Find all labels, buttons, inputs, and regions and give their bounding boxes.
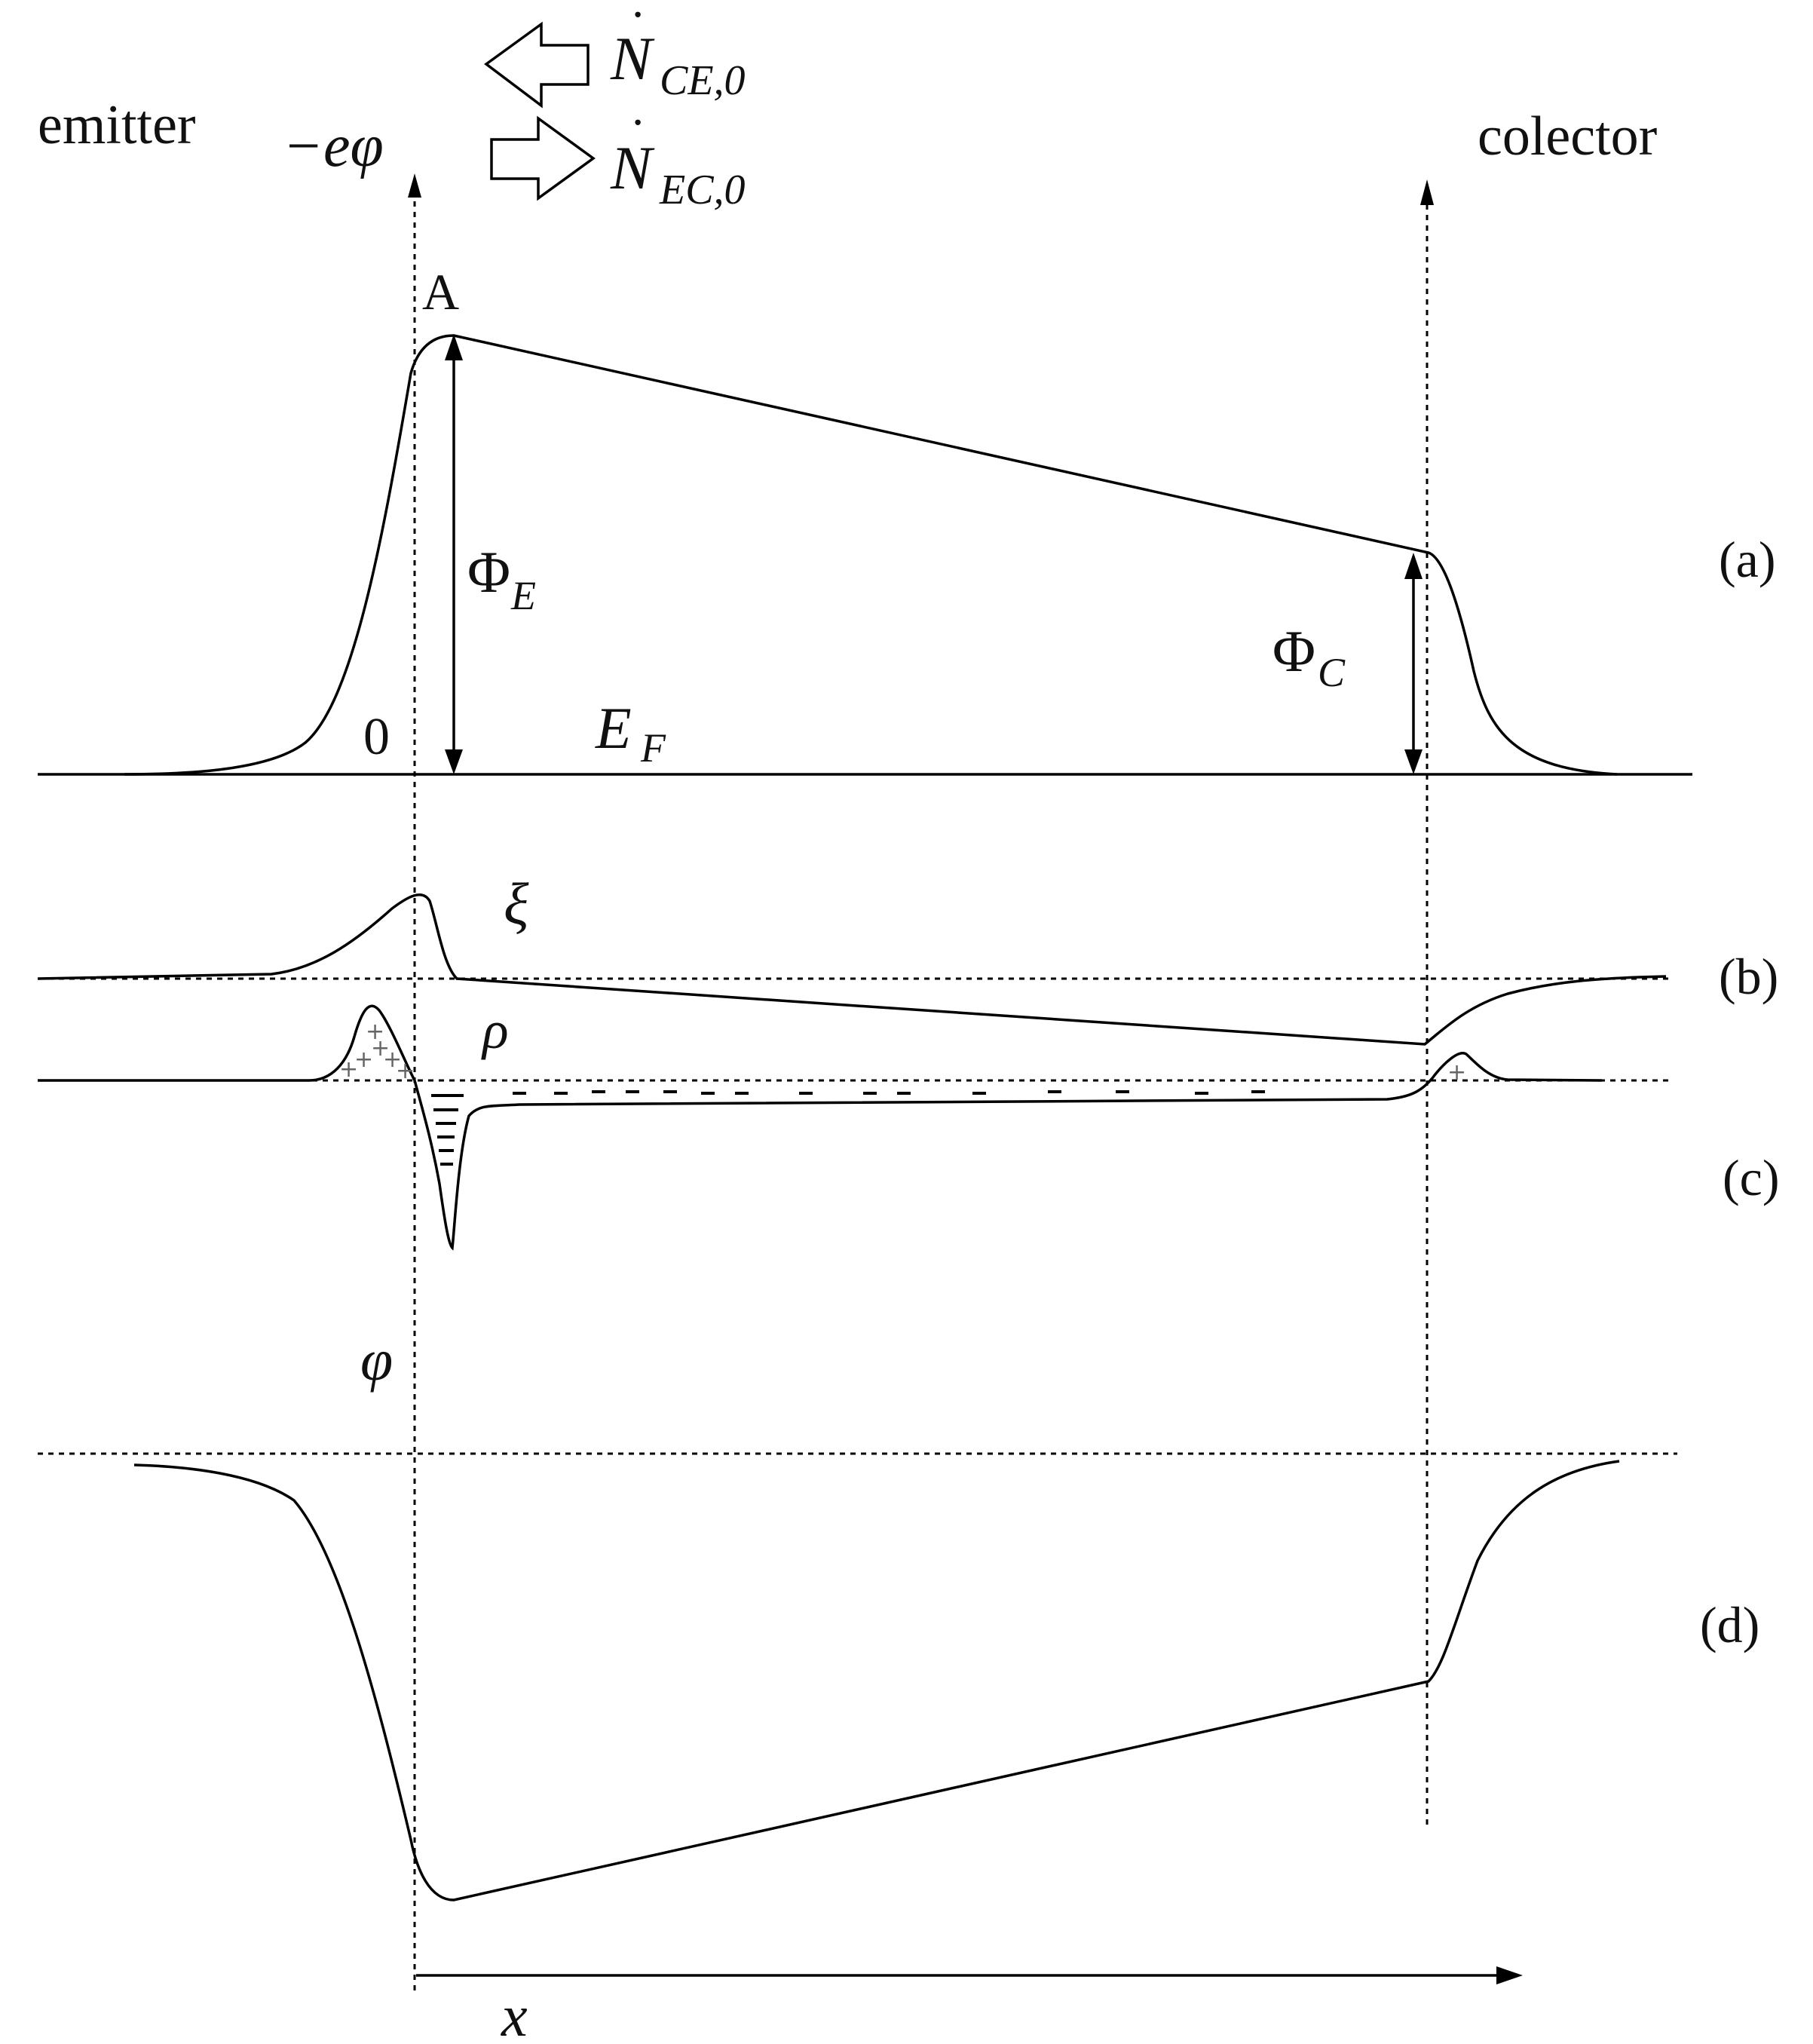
panel-b-label: (b) — [1719, 948, 1778, 1005]
panel-a-label: (a) — [1719, 531, 1775, 588]
negative-charge-markers — [513, 1090, 1265, 1095]
fermi-subscript: F — [640, 725, 666, 771]
negative-charge-hatch — [431, 1094, 464, 1166]
x-axis-arrowhead — [1496, 1966, 1523, 1984]
svg-text:+: + — [339, 1056, 358, 1083]
flux-ce-dot: ˙ — [626, 1, 643, 59]
charge-density-curve — [38, 1004, 1603, 1251]
electrostatic-potential-curve — [133, 1460, 1620, 1902]
svg-text:+: + — [396, 1058, 415, 1084]
emitter-label: emitter — [38, 94, 196, 156]
left-flux-arrow — [484, 21, 590, 109]
svg-text:+: + — [371, 1035, 390, 1062]
svg-text:+: + — [366, 1019, 384, 1045]
flux-ec-sub: EC,0 — [659, 167, 746, 213]
flux-ec-main: N — [610, 133, 655, 202]
phi-e-label: Φ — [467, 539, 510, 605]
svg-text:+: + — [383, 1047, 402, 1073]
phi-e-arrowhead-bottom — [445, 749, 463, 774]
phi-c-subscript: C — [1318, 650, 1346, 695]
xi-label: ξ — [504, 871, 529, 936]
fermi-label: E — [595, 695, 632, 761]
neg-e-phi-label: −eφ — [283, 113, 384, 179]
x-axis-label: x — [501, 1983, 528, 2044]
rho-label: ρ — [481, 1000, 509, 1060]
potential-energy-curve — [124, 334, 1618, 776]
flux-ce-main: N — [610, 24, 655, 93]
phi-label: φ — [360, 1327, 393, 1393]
emitter-axis-arrowhead — [408, 173, 421, 198]
phi-c-arrowhead-top — [1404, 553, 1423, 579]
phi-e-subscript: E — [510, 573, 536, 618]
positive-charge-markers: + + + + + + + — [339, 1019, 1466, 1086]
electric-field-curve — [37, 893, 1667, 1046]
flux-ce-sub: CE,0 — [660, 57, 746, 104]
flux-ec-dot: ˙ — [626, 109, 643, 167]
collector-label: colector — [1478, 106, 1657, 167]
zero-label: 0 — [363, 708, 390, 766]
phi-c-label: Φ — [1272, 618, 1315, 684]
phi-e-arrowhead-top — [445, 334, 463, 360]
svg-text:+: + — [354, 1047, 373, 1073]
svg-text:+: + — [1447, 1059, 1466, 1086]
panel-d-label: (d) — [1700, 1596, 1759, 1653]
panel-c-label: (c) — [1723, 1149, 1779, 1206]
right-flux-arrow — [490, 115, 596, 201]
point-a-label: A — [422, 263, 459, 320]
collector-axis-arrowhead — [1420, 179, 1434, 205]
phi-c-arrowhead-bottom — [1404, 749, 1423, 774]
